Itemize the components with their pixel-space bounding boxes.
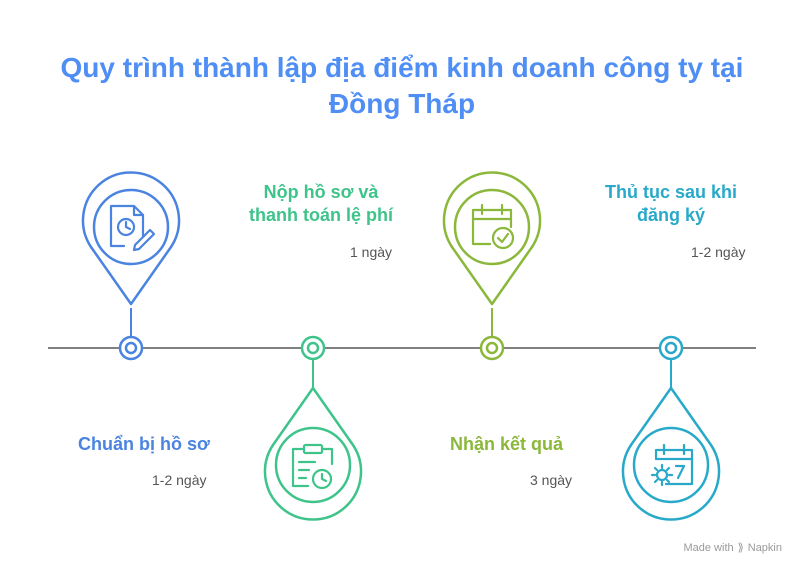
napkin-logo-icon: ⟫ xyxy=(737,542,744,554)
napkin-watermark[interactable]: Made with ⟫ Napkin xyxy=(683,541,782,555)
calendar-check-icon xyxy=(471,203,515,250)
step-2-marker xyxy=(300,335,326,388)
step-1-pin xyxy=(81,171,181,306)
step-1-marker xyxy=(118,308,144,361)
step-4-duration: 1-2 ngày xyxy=(691,244,746,260)
step-4-marker xyxy=(658,335,684,388)
step-4-label: Thủ tục sau khi đăng ký xyxy=(604,182,737,225)
step-4-pin xyxy=(621,386,721,521)
step-3-duration: 3 ngày xyxy=(530,472,573,488)
title-line-2: Đồng Tháp xyxy=(328,88,476,119)
step-3-label: Nhận kết quả xyxy=(450,434,564,454)
step-1-label: Chuẩn bị hồ sơ xyxy=(78,434,210,454)
step-2-duration: 1 ngày xyxy=(350,244,393,260)
calendar-gear-icon xyxy=(650,443,694,487)
watermark-brand: Napkin xyxy=(747,541,782,554)
clipboard-clock-icon xyxy=(291,443,334,490)
page-title: Quy trình thành lập địa điểm kinh doanh … xyxy=(20,50,784,122)
title-line-1: Quy trình thành lập địa điểm kinh doanh … xyxy=(60,52,744,83)
watermark-prefix: Made with xyxy=(683,541,734,554)
document-clock-edit-icon xyxy=(109,204,156,252)
step-2-label: Nộp hồ sơ và thanh toán lệ phí xyxy=(249,182,393,225)
step-3-marker xyxy=(479,308,505,361)
step-1-duration: 1-2 ngày xyxy=(152,472,207,488)
